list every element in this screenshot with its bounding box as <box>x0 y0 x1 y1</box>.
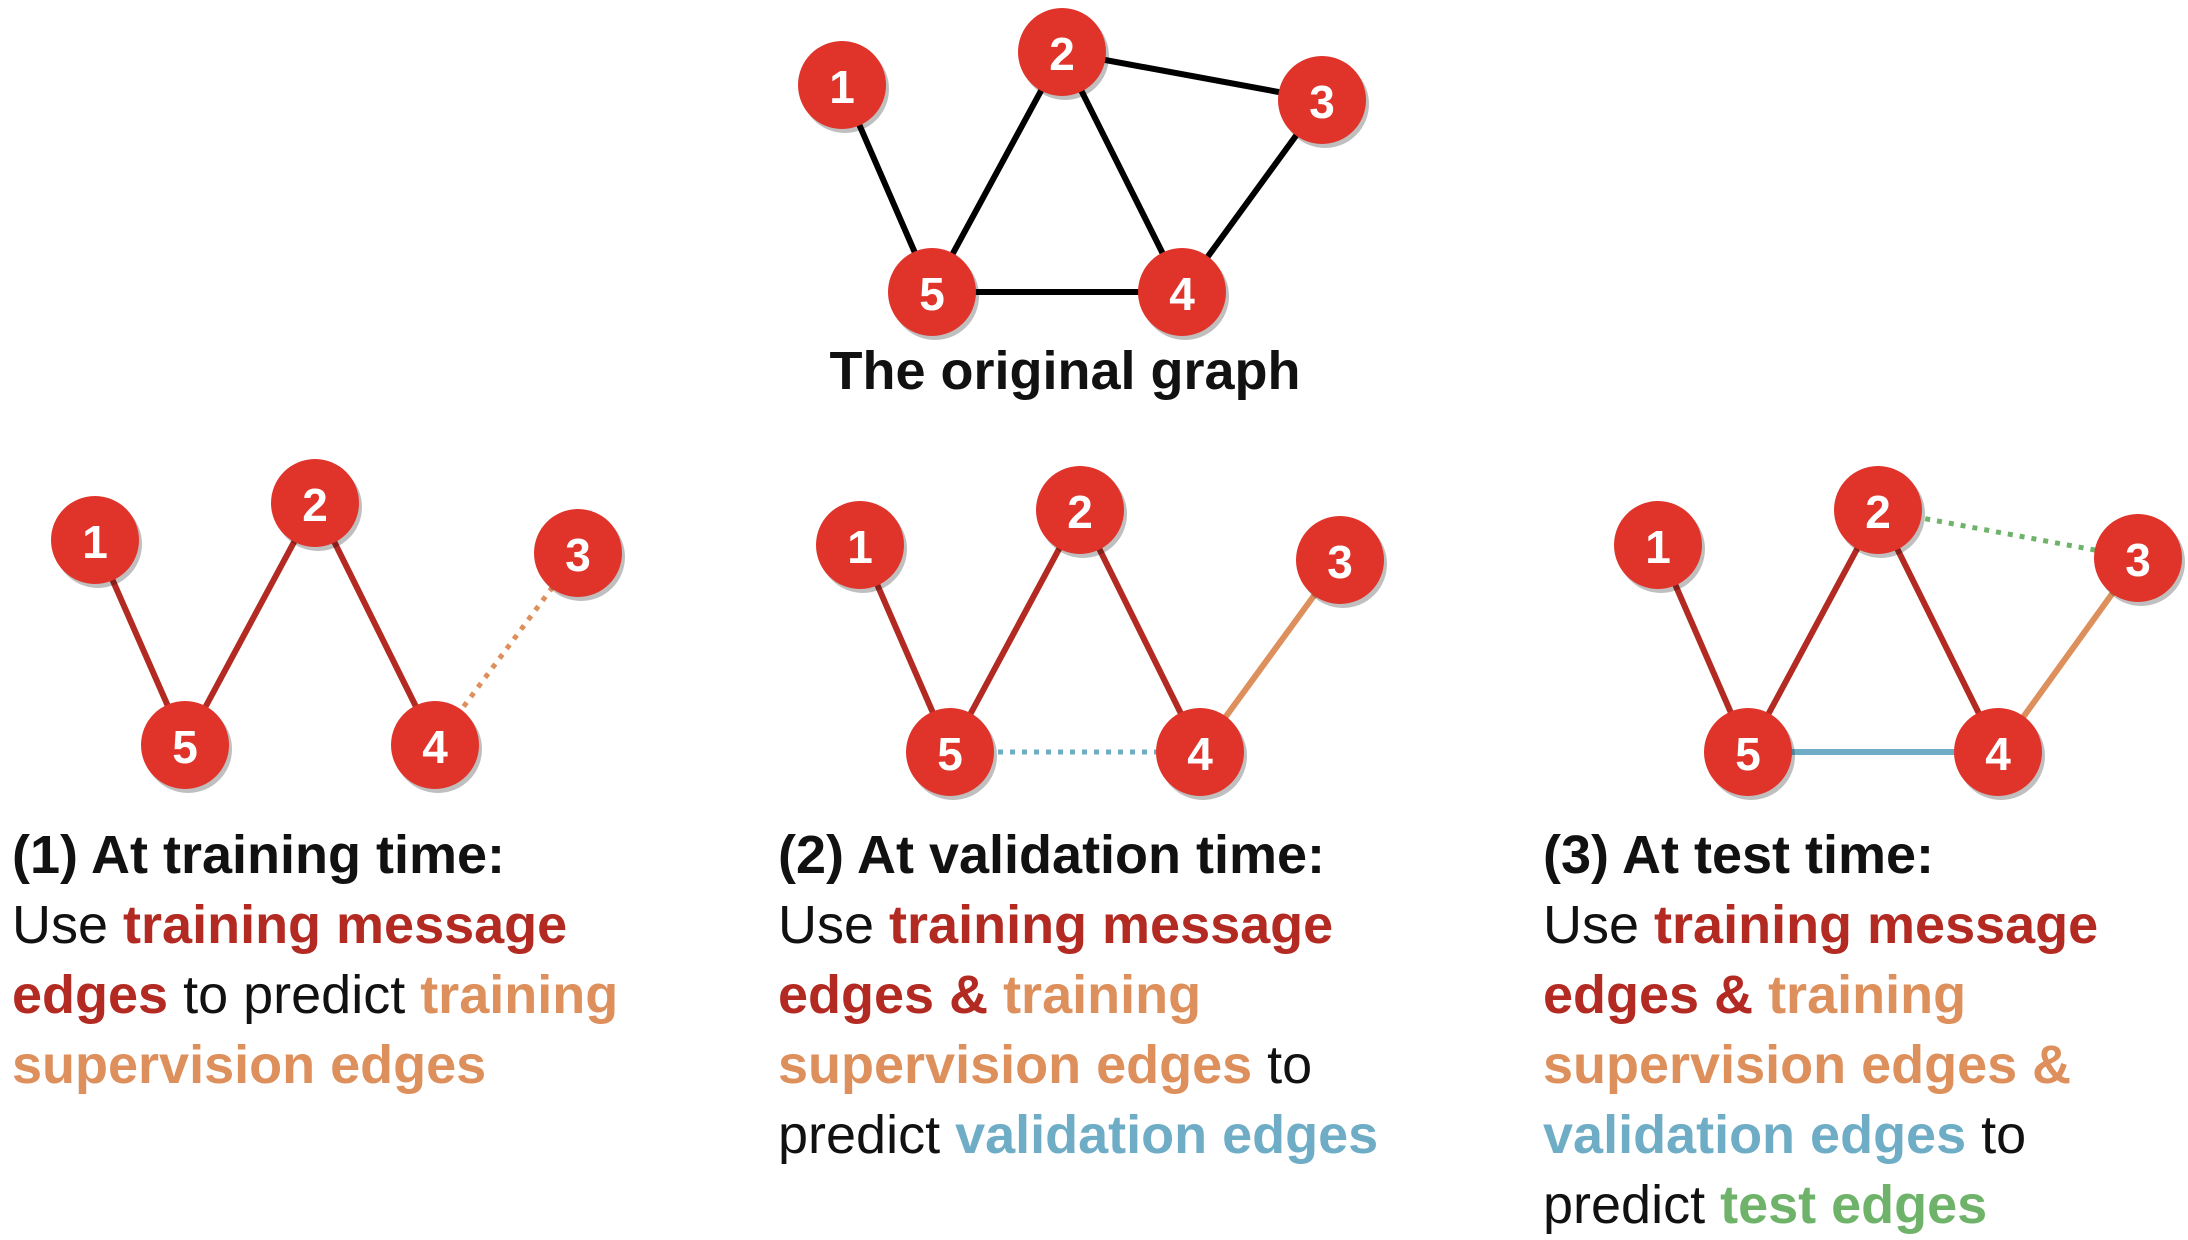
original-node-label-1: 1 <box>829 61 855 113</box>
panel1-node-label-1: 1 <box>82 516 108 568</box>
panel2-node-4: 4 <box>1156 708 1247 800</box>
caption-term-test: test edges <box>1720 1175 1988 1235</box>
panel3-edge-2-4 <box>1875 507 2001 755</box>
caption-term-training-message: training message edges & <box>778 895 1334 1025</box>
panel3-node-4: 4 <box>1954 708 2045 800</box>
caption-term-training-supervision: training supervision edges <box>778 965 1253 1095</box>
panel2-edge-2-4 <box>1077 507 1203 755</box>
original-graph: 1 2 3 4 5 <box>798 8 1369 340</box>
panel2-node-2: 2 <box>1036 466 1127 558</box>
panel2-node-label-1: 1 <box>847 521 873 573</box>
panel1-node-3: 3 <box>534 509 625 601</box>
panel2-node-label-5: 5 <box>937 728 963 780</box>
panel1-node-circle-3 <box>534 509 622 597</box>
training-caption: (1) At training time: Use training messag… <box>12 820 712 1100</box>
panel1-node-1: 1 <box>51 496 142 588</box>
original-node-1: 1 <box>798 41 889 133</box>
panel1-node-label-2: 2 <box>302 479 328 531</box>
panel3-node-label-1: 1 <box>1645 521 1671 573</box>
original-node-circle-4 <box>1138 248 1226 336</box>
caption-term-training-message: training message edges <box>12 895 568 1025</box>
panel2-node-1: 1 <box>816 501 907 593</box>
panel1-node-2: 2 <box>271 459 362 551</box>
panel3-node-circle-5 <box>1704 708 1792 796</box>
panel2-node-circle-5 <box>906 708 994 796</box>
caption-term-validation: validation edges <box>1543 1105 1967 1165</box>
panel3-node-circle-1 <box>1614 501 1702 589</box>
validation-graph: 1 2 3 4 5 <box>816 466 1387 800</box>
panel2-node-label-4: 4 <box>1187 728 1213 780</box>
original-node-label-5: 5 <box>919 268 945 320</box>
panel2-node-label-3: 3 <box>1327 536 1353 588</box>
panel2-node-label-2: 2 <box>1067 486 1093 538</box>
original-node-4: 4 <box>1138 248 1229 340</box>
panel2-node-3: 3 <box>1296 516 1387 608</box>
original-node-2: 2 <box>1018 8 1109 100</box>
original-edge-2-4 <box>1059 49 1185 295</box>
panel1-node-circle-5 <box>141 701 229 789</box>
original-node-circle-1 <box>798 41 886 129</box>
panel2-node-circle-4 <box>1156 708 1244 796</box>
panel2-node-circle-3 <box>1296 516 1384 604</box>
panel3-node-1: 1 <box>1614 501 1705 593</box>
panel3-node-label-3: 3 <box>2125 534 2151 586</box>
panel3-node-circle-4 <box>1954 708 2042 796</box>
panel1-node-label-4: 4 <box>422 721 448 773</box>
panel1-node-5: 5 <box>141 701 232 793</box>
caption-text: to predict <box>168 965 421 1025</box>
panel3-edge-2-3 <box>1877 507 2139 561</box>
caption-text: Use <box>12 895 124 955</box>
caption-text: to predict <box>778 1035 1313 1165</box>
original-node-label-3: 3 <box>1309 76 1335 128</box>
panel1-node-4: 4 <box>391 701 482 793</box>
caption-text: to predict <box>1543 1105 2027 1235</box>
panel1-node-circle-1 <box>51 496 139 584</box>
panel1-edge-5-2 <box>182 500 318 748</box>
panel3-node-3: 3 <box>2094 514 2185 606</box>
panel3-node-circle-3 <box>2094 514 2182 602</box>
original-node-label-2: 2 <box>1049 28 1075 80</box>
panel-heading: (2) At validation time: <box>778 825 1326 885</box>
training-graph: 1 2 3 4 5 <box>51 459 625 793</box>
panel2-node-circle-1 <box>816 501 904 589</box>
caption-term-validation: validation edges <box>955 1105 1379 1165</box>
panel1-node-circle-2 <box>271 459 359 547</box>
panel3-node-label-5: 5 <box>1735 728 1761 780</box>
caption-term-training-supervision: training supervision edges <box>12 965 619 1095</box>
caption-term-training-message: training message edges & <box>1543 895 2099 1025</box>
original-node-circle-2 <box>1018 8 1106 96</box>
panel1-node-label-5: 5 <box>172 721 198 773</box>
panel-heading: (1) At training time: <box>12 825 505 885</box>
test-graph: 1 2 3 4 5 <box>1614 466 2185 800</box>
panel3-node-2: 2 <box>1834 466 1925 558</box>
original-node-circle-5 <box>888 248 976 336</box>
original-node-3: 3 <box>1278 56 1369 148</box>
panel1-node-label-3: 3 <box>565 529 591 581</box>
panel2-node-5: 5 <box>906 708 997 800</box>
original-graph-title: The original graph <box>829 341 1301 401</box>
caption-term-training-supervision: training supervision edges & <box>1543 965 2072 1095</box>
panel3-node-label-2: 2 <box>1865 486 1891 538</box>
panel1-node-circle-4 <box>391 701 479 789</box>
test-caption: (3) At test time: Use training message ed… <box>1543 820 2183 1240</box>
original-node-5: 5 <box>888 248 979 340</box>
original-edge-2-3 <box>1059 49 1325 103</box>
original-edge-5-2 <box>929 49 1065 295</box>
panel3-node-circle-2 <box>1834 466 1922 554</box>
original-node-label-4: 4 <box>1169 268 1195 320</box>
original-node-circle-3 <box>1278 56 1366 144</box>
panel3-edge-5-2 <box>1745 507 1881 755</box>
panel3-node-label-4: 4 <box>1985 728 2011 780</box>
caption-text: Use <box>778 895 890 955</box>
validation-caption: (2) At validation time: Use training mess… <box>778 820 1468 1170</box>
panel2-edge-5-2 <box>947 507 1083 755</box>
panel3-node-5: 5 <box>1704 708 1795 800</box>
panel2-node-circle-2 <box>1036 466 1124 554</box>
panel1-edge-2-4 <box>312 500 438 748</box>
panel-heading: (3) At test time: <box>1543 825 1935 885</box>
caption-text: Use <box>1543 895 1655 955</box>
